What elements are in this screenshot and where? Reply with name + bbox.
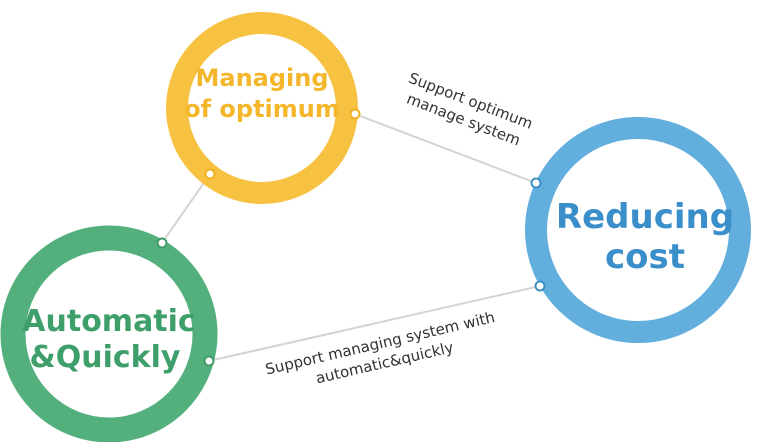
node-managing-label-line1: Managing	[195, 64, 328, 92]
node-reducing-cost: Reducing cost	[525, 117, 751, 343]
node-reducing-label-line2: cost	[605, 237, 685, 277]
connection-dot-reducing-bottom	[534, 280, 546, 292]
connector-managing-automatic	[161, 173, 211, 244]
node-managing-ring	[166, 12, 358, 204]
connector-automatic-reducing	[208, 285, 541, 362]
connection-dot-reducing-top	[530, 177, 542, 189]
connector-managing-reducing	[354, 113, 537, 184]
connection-dot-managing-left	[204, 168, 216, 180]
connection-dot-automatic-right	[203, 355, 215, 367]
node-managing-of-optimum: Managing of optimum	[166, 12, 358, 204]
node-managing-label-line2: of optimum	[184, 95, 340, 123]
connection-dot-managing-right	[349, 108, 361, 120]
node-automatic-quickly: Automatic &Quickly	[0, 225, 218, 442]
node-reducing-ring	[525, 117, 751, 343]
node-automatic-label-line1: Automatic	[22, 304, 195, 339]
connection-dot-automatic-top	[156, 237, 168, 249]
node-automatic-label-line2: &Quickly	[30, 340, 181, 375]
node-automatic-ring	[0, 225, 218, 442]
node-reducing-label-line1: Reducing	[556, 197, 734, 237]
